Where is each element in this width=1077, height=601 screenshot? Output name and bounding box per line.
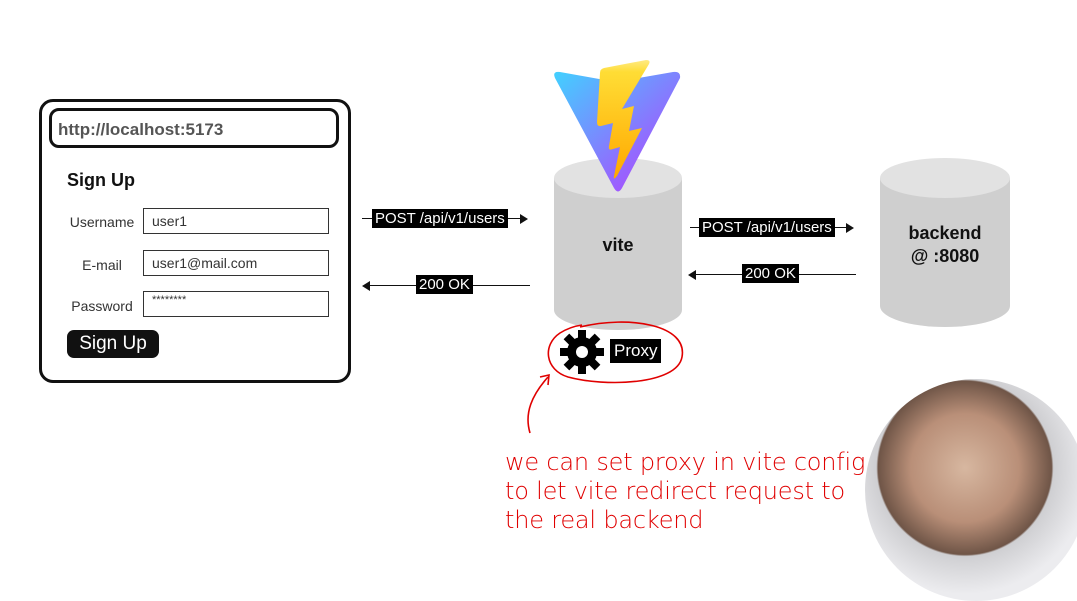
annotation-line: the real backend xyxy=(505,506,704,534)
arrow-request-head xyxy=(520,214,528,224)
email-label: E-mail xyxy=(82,257,122,273)
vite-logo-icon xyxy=(554,60,681,192)
backend-label-port: @ :8080 xyxy=(910,246,980,266)
username-label: Username xyxy=(69,214,135,230)
presenter-avatar xyxy=(865,379,1077,601)
response-tag-right: 200 OK xyxy=(742,264,799,283)
backend-label-name: backend xyxy=(908,223,982,243)
arrow-response-head xyxy=(362,281,370,291)
sign-up-button[interactable]: Sign Up xyxy=(67,330,159,358)
browser-window: http://localhost:5173 Sign Up Username u… xyxy=(39,99,351,383)
arrow-back-head xyxy=(688,270,696,280)
gear-icon xyxy=(560,330,604,374)
request-tag-left: POST /api/v1/users xyxy=(372,209,508,228)
proxy-highlight-circle xyxy=(527,321,684,434)
password-field[interactable]: ******** xyxy=(143,291,329,317)
annotation-line: we can set proxy in vite config xyxy=(505,448,866,476)
annotation-text: we can set proxy in vite config to let v… xyxy=(505,448,885,535)
vite-label: vite xyxy=(602,235,634,255)
url-bar[interactable]: http://localhost:5173 xyxy=(49,108,339,148)
proxy-label: Proxy xyxy=(610,339,662,363)
password-label: Password xyxy=(71,298,133,314)
arrow-forward-head xyxy=(846,223,854,233)
form-title: Sign Up xyxy=(67,170,135,190)
email-field[interactable]: user1@mail.com xyxy=(143,250,329,276)
username-field[interactable]: user1 xyxy=(143,208,329,234)
request-tag-right: POST /api/v1/users xyxy=(699,218,835,237)
backend-cylinder xyxy=(880,158,1010,327)
response-tag-left: 200 OK xyxy=(416,275,473,294)
annotation-line: to let vite redirect request to xyxy=(505,477,845,505)
